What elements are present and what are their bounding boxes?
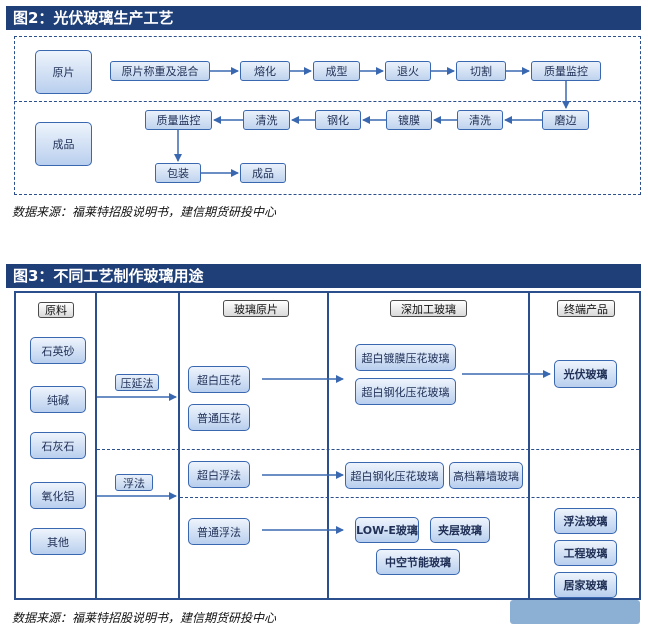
step-qc-2: 质量监控 <box>145 110 212 130</box>
fig3-col-line-2 <box>178 291 180 600</box>
step-anneal: 退火 <box>385 61 431 81</box>
fig2-source: 数据来源：福莱特招股说明书，建信期货研投中心 <box>12 205 277 219</box>
deep-laminated: 夹层玻璃 <box>430 517 490 543</box>
step-melt: 熔化 <box>240 61 290 81</box>
deep-hollow-energy: 中空节能玻璃 <box>376 549 460 575</box>
step-weigh-mix: 原片称重及混合 <box>110 61 210 81</box>
method-rolling: 压延法 <box>115 374 159 391</box>
step-form: 成型 <box>313 61 360 81</box>
fig2-divider <box>14 101 641 102</box>
fig2-frame <box>14 36 641 195</box>
step-temper: 钢化 <box>315 110 361 130</box>
product-engineering-glass: 工程玻璃 <box>554 540 617 566</box>
step-edge: 磨边 <box>542 110 589 130</box>
product-float-glass: 浮法玻璃 <box>554 508 617 534</box>
material-quartz: 石英砂 <box>30 337 86 364</box>
step-coat: 镀膜 <box>386 110 432 130</box>
fig2-raw-label: 原片 <box>35 50 92 94</box>
deep-low-e: LOW-E玻璃 <box>355 517 419 543</box>
fig3-col-line-4 <box>528 291 530 600</box>
raw-ultra-white-pattern: 超白压花 <box>188 366 250 393</box>
deep-ultra-tempered-pattern: 超白钢化压花玻璃 <box>355 378 456 405</box>
fig3-divider-1 <box>97 449 639 450</box>
material-soda: 纯碱 <box>30 386 86 413</box>
raw-ultra-white-float: 超白浮法 <box>188 461 250 488</box>
step-wash-2: 清洗 <box>243 110 290 130</box>
raw-normal-float: 普通浮法 <box>188 518 250 545</box>
deep-ultra-coated-pattern: 超白镀膜压花玻璃 <box>355 344 456 371</box>
fig3-title: 图3：不同工艺制作玻璃用途 <box>6 264 641 288</box>
header-deep-glass: 深加工玻璃 <box>390 300 467 317</box>
deep-curtain-wall: 高档幕墙玻璃 <box>449 462 523 489</box>
material-other: 其他 <box>30 528 86 555</box>
deep-ultra-tempered-pattern-2: 超白钢化压花玻璃 <box>345 462 444 489</box>
fig3-divider-2 <box>180 497 640 498</box>
step-cut: 切割 <box>456 61 506 81</box>
step-wash-1: 清洗 <box>457 110 503 130</box>
header-raw-glass: 玻璃原片 <box>223 300 289 317</box>
header-materials: 原料 <box>38 302 74 318</box>
watermark-logo <box>510 600 640 624</box>
product-pv-glass: 光伏玻璃 <box>554 360 617 388</box>
fig3-col-line-1 <box>95 291 97 600</box>
fig2-finished-label: 成品 <box>35 122 92 166</box>
method-float: 浮法 <box>115 474 153 491</box>
header-products: 终端产品 <box>557 300 615 317</box>
step-product: 成品 <box>240 163 286 183</box>
step-pack: 包装 <box>155 163 201 183</box>
fig2-title: 图2：光伏玻璃生产工艺 <box>6 6 641 30</box>
product-home-glass: 居家玻璃 <box>554 572 617 598</box>
fig3-col-line-3 <box>327 291 329 600</box>
material-alumina: 氧化铝 <box>30 482 86 509</box>
fig3-source: 数据来源：福莱特招股说明书，建信期货研投中心 <box>12 611 277 625</box>
material-limestone: 石灰石 <box>30 432 86 459</box>
raw-normal-pattern: 普通压花 <box>188 404 250 431</box>
step-qc-1: 质量监控 <box>531 61 601 81</box>
